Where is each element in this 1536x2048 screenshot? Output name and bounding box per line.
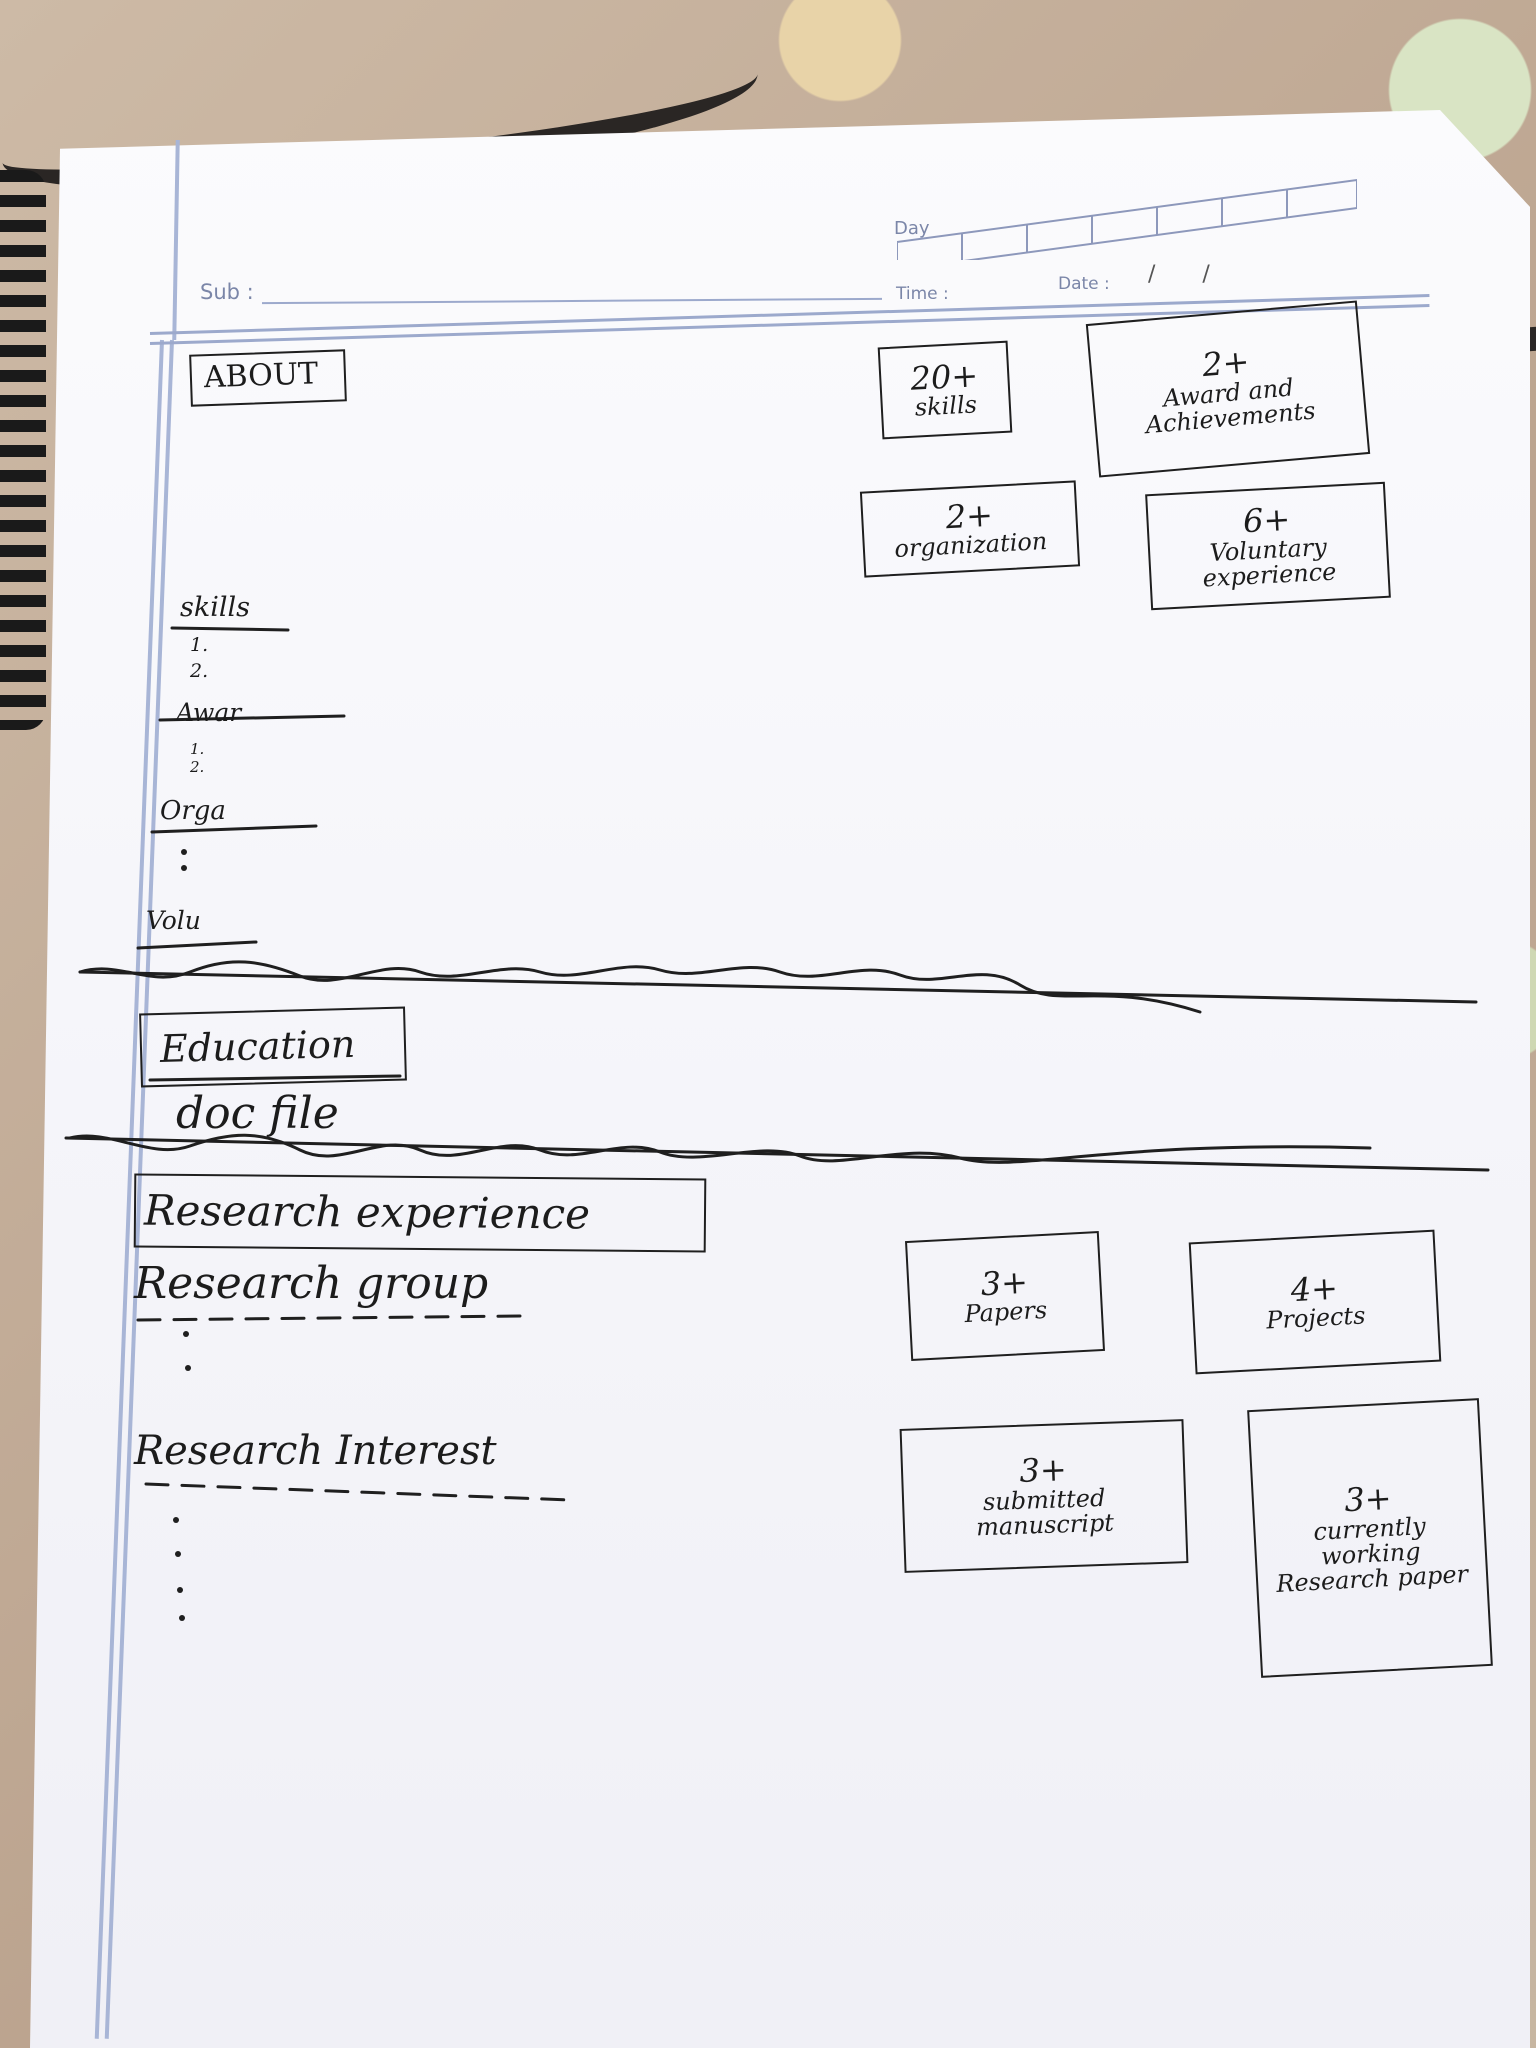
- date-label: Date :: [1058, 274, 1110, 294]
- stat-projects: 4+ Projects: [1188, 1229, 1442, 1375]
- about-volunteer-label: Volu: [146, 906, 201, 935]
- sub-label: Sub :: [200, 280, 254, 304]
- stat-label: Projects: [1265, 1301, 1367, 1335]
- stat-label: currently working Research paper: [1275, 1512, 1469, 1599]
- stat-value: 6+: [1242, 499, 1292, 541]
- about-skills-bullets: 1. 2.: [190, 634, 209, 682]
- stat-label: skills: [914, 390, 978, 422]
- about-skills-label: skills: [180, 592, 250, 623]
- time-label: Time :: [896, 284, 949, 304]
- date-slashes: / /: [1148, 262, 1230, 287]
- stat-value: 2+: [944, 495, 994, 536]
- stat-value: 3+: [1018, 1450, 1068, 1490]
- stat-working-papers: 3+ currently working Research paper: [1247, 1398, 1493, 1678]
- stat-voluntary: 6+ Voluntary experience: [1145, 481, 1391, 611]
- research-heading: Research experience: [143, 1185, 591, 1239]
- stat-submitted-manuscripts: 3+ submitted manuscript: [899, 1419, 1189, 1573]
- stat-skills: 20+ skills: [877, 340, 1013, 440]
- stat-value: 3+: [1343, 1479, 1393, 1520]
- stat-organization: 2+ organization: [859, 480, 1081, 578]
- notebook-spiral: [0, 170, 46, 730]
- research-heading-box: Research experience: [133, 1173, 707, 1253]
- about-organization-label: Orga: [160, 796, 226, 826]
- day-label: Day: [894, 218, 930, 239]
- stat-papers: 3+ Papers: [904, 1231, 1106, 1361]
- education-note: doc file: [176, 1088, 339, 1139]
- about-heading-box: ABOUT: [189, 349, 347, 407]
- about-awards-label: Awar: [176, 698, 242, 727]
- stat-label: submitted manuscript: [975, 1483, 1115, 1542]
- research-interest-label: Research Interest: [134, 1428, 497, 1474]
- stat-awards: 2+ Award and Achievements: [1085, 300, 1371, 478]
- stat-value: 3+: [979, 1262, 1029, 1303]
- stat-value: 4+: [1289, 1268, 1339, 1309]
- education-heading-box: Education: [139, 1006, 407, 1088]
- about-awards-bullets: 1. 2.: [190, 740, 205, 776]
- stat-label: Award and Achievements: [1144, 372, 1317, 440]
- stat-label: Papers: [963, 1296, 1048, 1329]
- education-heading: Education: [159, 1021, 356, 1071]
- research-group-label: Research group: [134, 1258, 489, 1309]
- about-heading: ABOUT: [203, 356, 319, 396]
- day-boxes: [897, 178, 1357, 260]
- stat-label: organization: [893, 527, 1048, 564]
- stat-label: Voluntary experience: [1201, 532, 1338, 593]
